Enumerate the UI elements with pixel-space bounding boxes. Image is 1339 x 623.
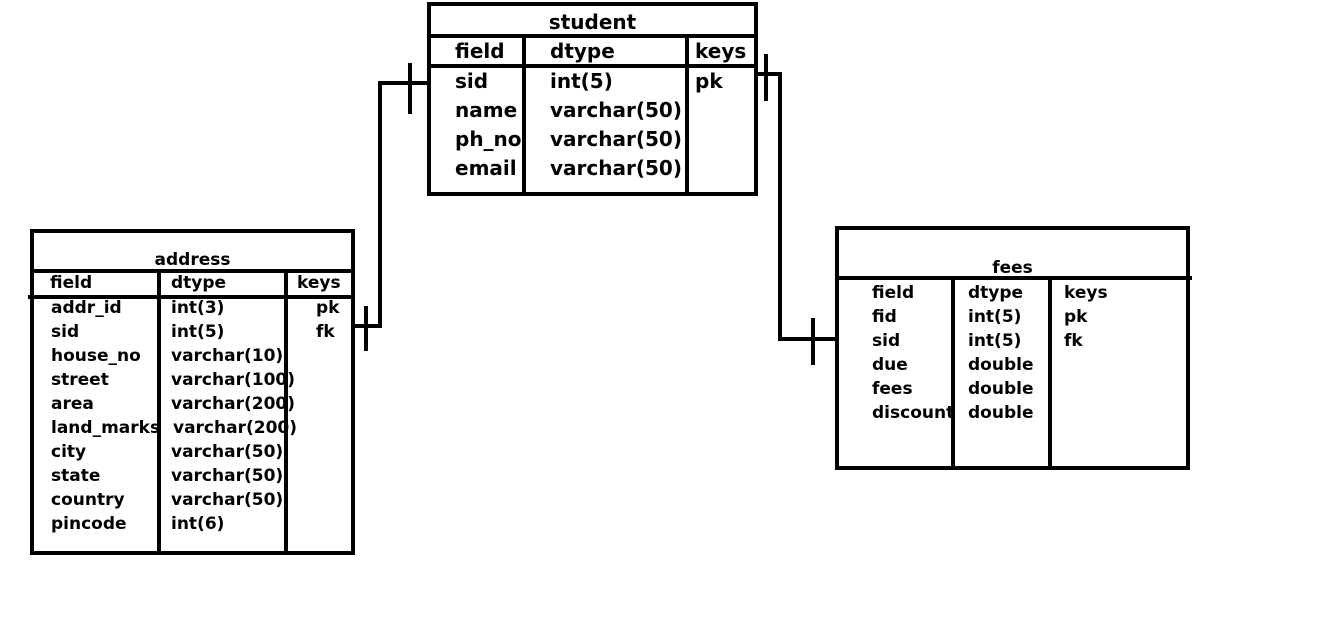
row-dtype: varchar(200) — [173, 418, 297, 438]
row-dtype: varchar(50) — [550, 127, 682, 151]
row-field: area — [51, 394, 94, 414]
row-key: pk — [316, 298, 340, 318]
header-keys: keys — [297, 273, 341, 293]
header-dtype: dtype — [550, 39, 615, 63]
row-key: pk — [695, 69, 723, 93]
row-dtype: varchar(50) — [550, 156, 682, 180]
row-dtype: varchar(50) — [171, 466, 284, 486]
row-field: sid — [872, 331, 901, 351]
row-dtype: varchar(50) — [171, 490, 284, 510]
row-field: due — [872, 355, 908, 375]
row-field: land_marks — [51, 418, 161, 438]
row-dtype: int(5) — [550, 69, 613, 93]
header-field: field — [455, 39, 505, 63]
header-keys: keys — [1064, 283, 1108, 303]
row-field: addr_id — [51, 298, 122, 318]
row-key: fk — [1064, 331, 1083, 351]
row-dtype: varchar(100) — [171, 370, 295, 390]
row-field: pincode — [51, 514, 127, 534]
connector-student-fees — [756, 54, 836, 365]
entity-title: address — [154, 250, 231, 270]
row-dtype: int(5) — [968, 307, 1022, 327]
column-divider — [951, 276, 955, 470]
address-entity: address field dtype keys addr_id int(3) … — [28, 229, 355, 555]
row-dtype: varchar(50) — [171, 442, 284, 462]
row-field: city — [51, 442, 87, 462]
entity-title: fees — [992, 258, 1033, 278]
student-entity: student field dtype keys sid int(5) pk n… — [427, 2, 758, 196]
row-field: fid — [872, 307, 897, 327]
header-field: field — [872, 283, 915, 303]
entity-title: student — [548, 10, 637, 34]
row-dtype: varchar(50) — [550, 98, 682, 122]
row-dtype: varchar(200) — [171, 394, 295, 414]
column-divider — [157, 269, 161, 555]
fees-entity: fees field dtype keys fid int(5) pk sid … — [835, 226, 1192, 470]
row-dtype: double — [968, 379, 1034, 399]
row-field: country — [51, 490, 125, 510]
header-dtype: dtype — [171, 273, 227, 293]
row-field: house_no — [51, 346, 141, 366]
row-dtype: int(5) — [968, 331, 1022, 351]
row-dtype: double — [968, 403, 1034, 423]
row-field: state — [51, 466, 101, 486]
row-dtype: double — [968, 355, 1034, 375]
title-divider — [835, 276, 1192, 280]
row-dtype: int(3) — [171, 298, 225, 318]
row-key: fk — [316, 322, 335, 342]
header-divider — [427, 64, 758, 68]
row-field: name — [455, 98, 518, 122]
row-field: sid — [51, 322, 80, 342]
row-field: fees — [872, 379, 913, 399]
row-dtype: int(6) — [171, 514, 225, 534]
row-field: sid — [455, 69, 489, 93]
column-divider — [284, 269, 288, 555]
row-key: pk — [1064, 307, 1088, 327]
header-dtype: dtype — [968, 283, 1024, 303]
column-divider — [522, 34, 526, 196]
column-divider — [685, 34, 689, 196]
title-divider — [30, 269, 355, 273]
row-field: street — [51, 370, 109, 390]
row-field: ph_no — [455, 127, 522, 151]
row-dtype: int(5) — [171, 322, 225, 342]
header-keys: keys — [695, 39, 747, 63]
row-dtype: varchar(10) — [171, 346, 284, 366]
header-field: field — [50, 273, 93, 293]
column-divider — [1048, 276, 1052, 470]
header-divider — [28, 295, 355, 299]
row-field: discount — [872, 403, 955, 423]
title-divider — [427, 34, 758, 38]
connector-student-address — [352, 63, 428, 351]
row-field: email — [455, 156, 517, 180]
